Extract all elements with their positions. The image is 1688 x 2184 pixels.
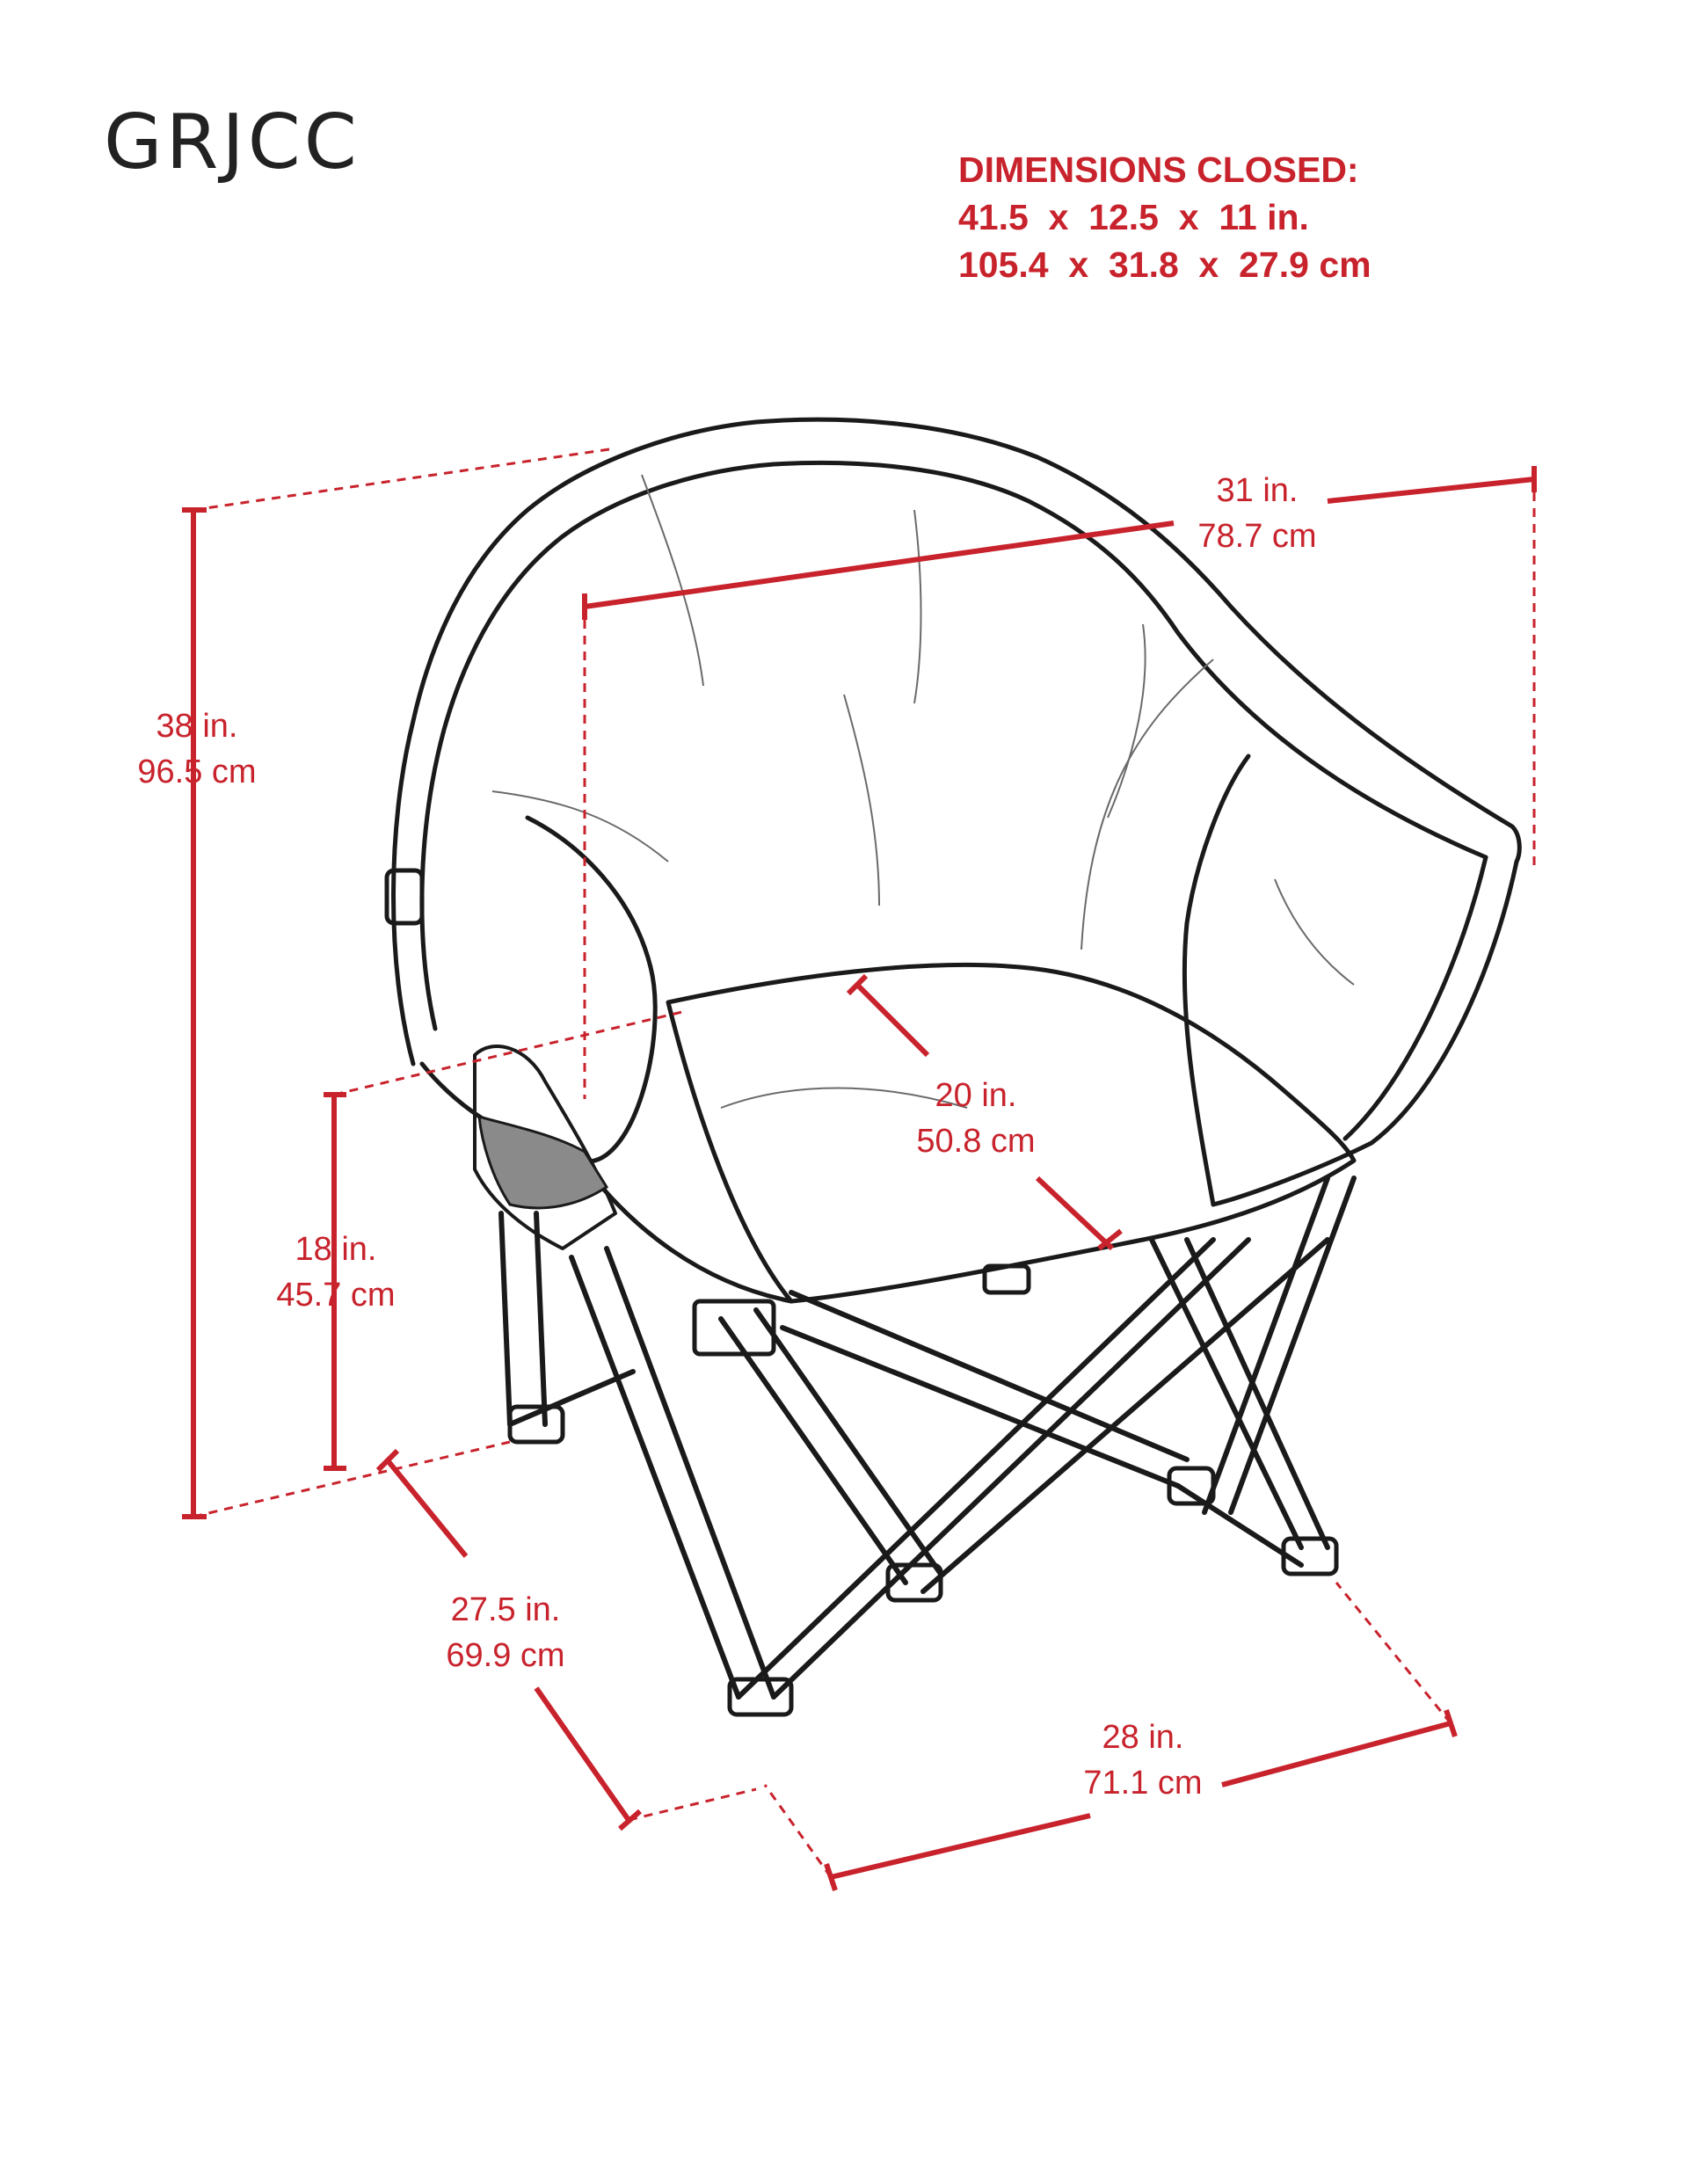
frame-joints bbox=[384, 868, 1339, 1717]
closed-imperial: 41.5 x 12.5 x 11 in. bbox=[958, 197, 1309, 237]
height-cm: 96.5 cm bbox=[137, 753, 257, 790]
seat-depth-cm: 50.8 cm bbox=[916, 1123, 1036, 1160]
seat-height-cm: 45.7 cm bbox=[276, 1277, 396, 1314]
closed-heading: DIMENSIONS CLOSED: bbox=[958, 149, 1359, 190]
chair-left-arm bbox=[419, 815, 658, 1164]
base-width-cm: 71.1 cm bbox=[1083, 1765, 1203, 1802]
dimension-lines bbox=[182, 447, 1537, 1891]
base-width-label: 28 in. 71.1 cm bbox=[1037, 1714, 1248, 1806]
height-in: 38 in. bbox=[156, 708, 238, 745]
base-width-in: 28 in. bbox=[1102, 1719, 1184, 1756]
width-in: 31 in. bbox=[1216, 472, 1299, 509]
chair-seat bbox=[666, 962, 1357, 1304]
width-label: 31 in. 78.7 cm bbox=[1152, 468, 1363, 559]
height-label: 38 in. 96.5 cm bbox=[91, 703, 302, 795]
depth-cm: 69.9 cm bbox=[446, 1637, 565, 1674]
tufting bbox=[491, 474, 1355, 1109]
seat-depth-label: 20 in. 50.8 cm bbox=[870, 1073, 1081, 1164]
closed-dimensions: DIMENSIONS CLOSED: 41.5 x 12.5 x 11 in. … bbox=[958, 146, 1372, 288]
seat-depth-in: 20 in. bbox=[935, 1077, 1017, 1114]
chair-back-outer bbox=[391, 417, 1522, 1207]
closed-metric: 105.4 x 31.8 x 27.9 cm bbox=[958, 244, 1372, 285]
seat-height-label: 18 in. 45.7 cm bbox=[230, 1227, 441, 1318]
side-pocket-mesh bbox=[477, 1114, 609, 1210]
seat-height-in: 18 in. bbox=[295, 1231, 377, 1268]
chair-back-inner bbox=[419, 460, 1488, 1031]
chair-illustration bbox=[384, 417, 1522, 1717]
width-cm: 78.7 cm bbox=[1197, 518, 1317, 555]
chair-right-arm bbox=[1182, 753, 1251, 1207]
model-name: GRJCC bbox=[104, 98, 360, 186]
depth-in: 27.5 in. bbox=[450, 1591, 561, 1628]
chair-frame bbox=[498, 1176, 1357, 1700]
depth-label: 27.5 in. 69.9 cm bbox=[400, 1587, 611, 1678]
